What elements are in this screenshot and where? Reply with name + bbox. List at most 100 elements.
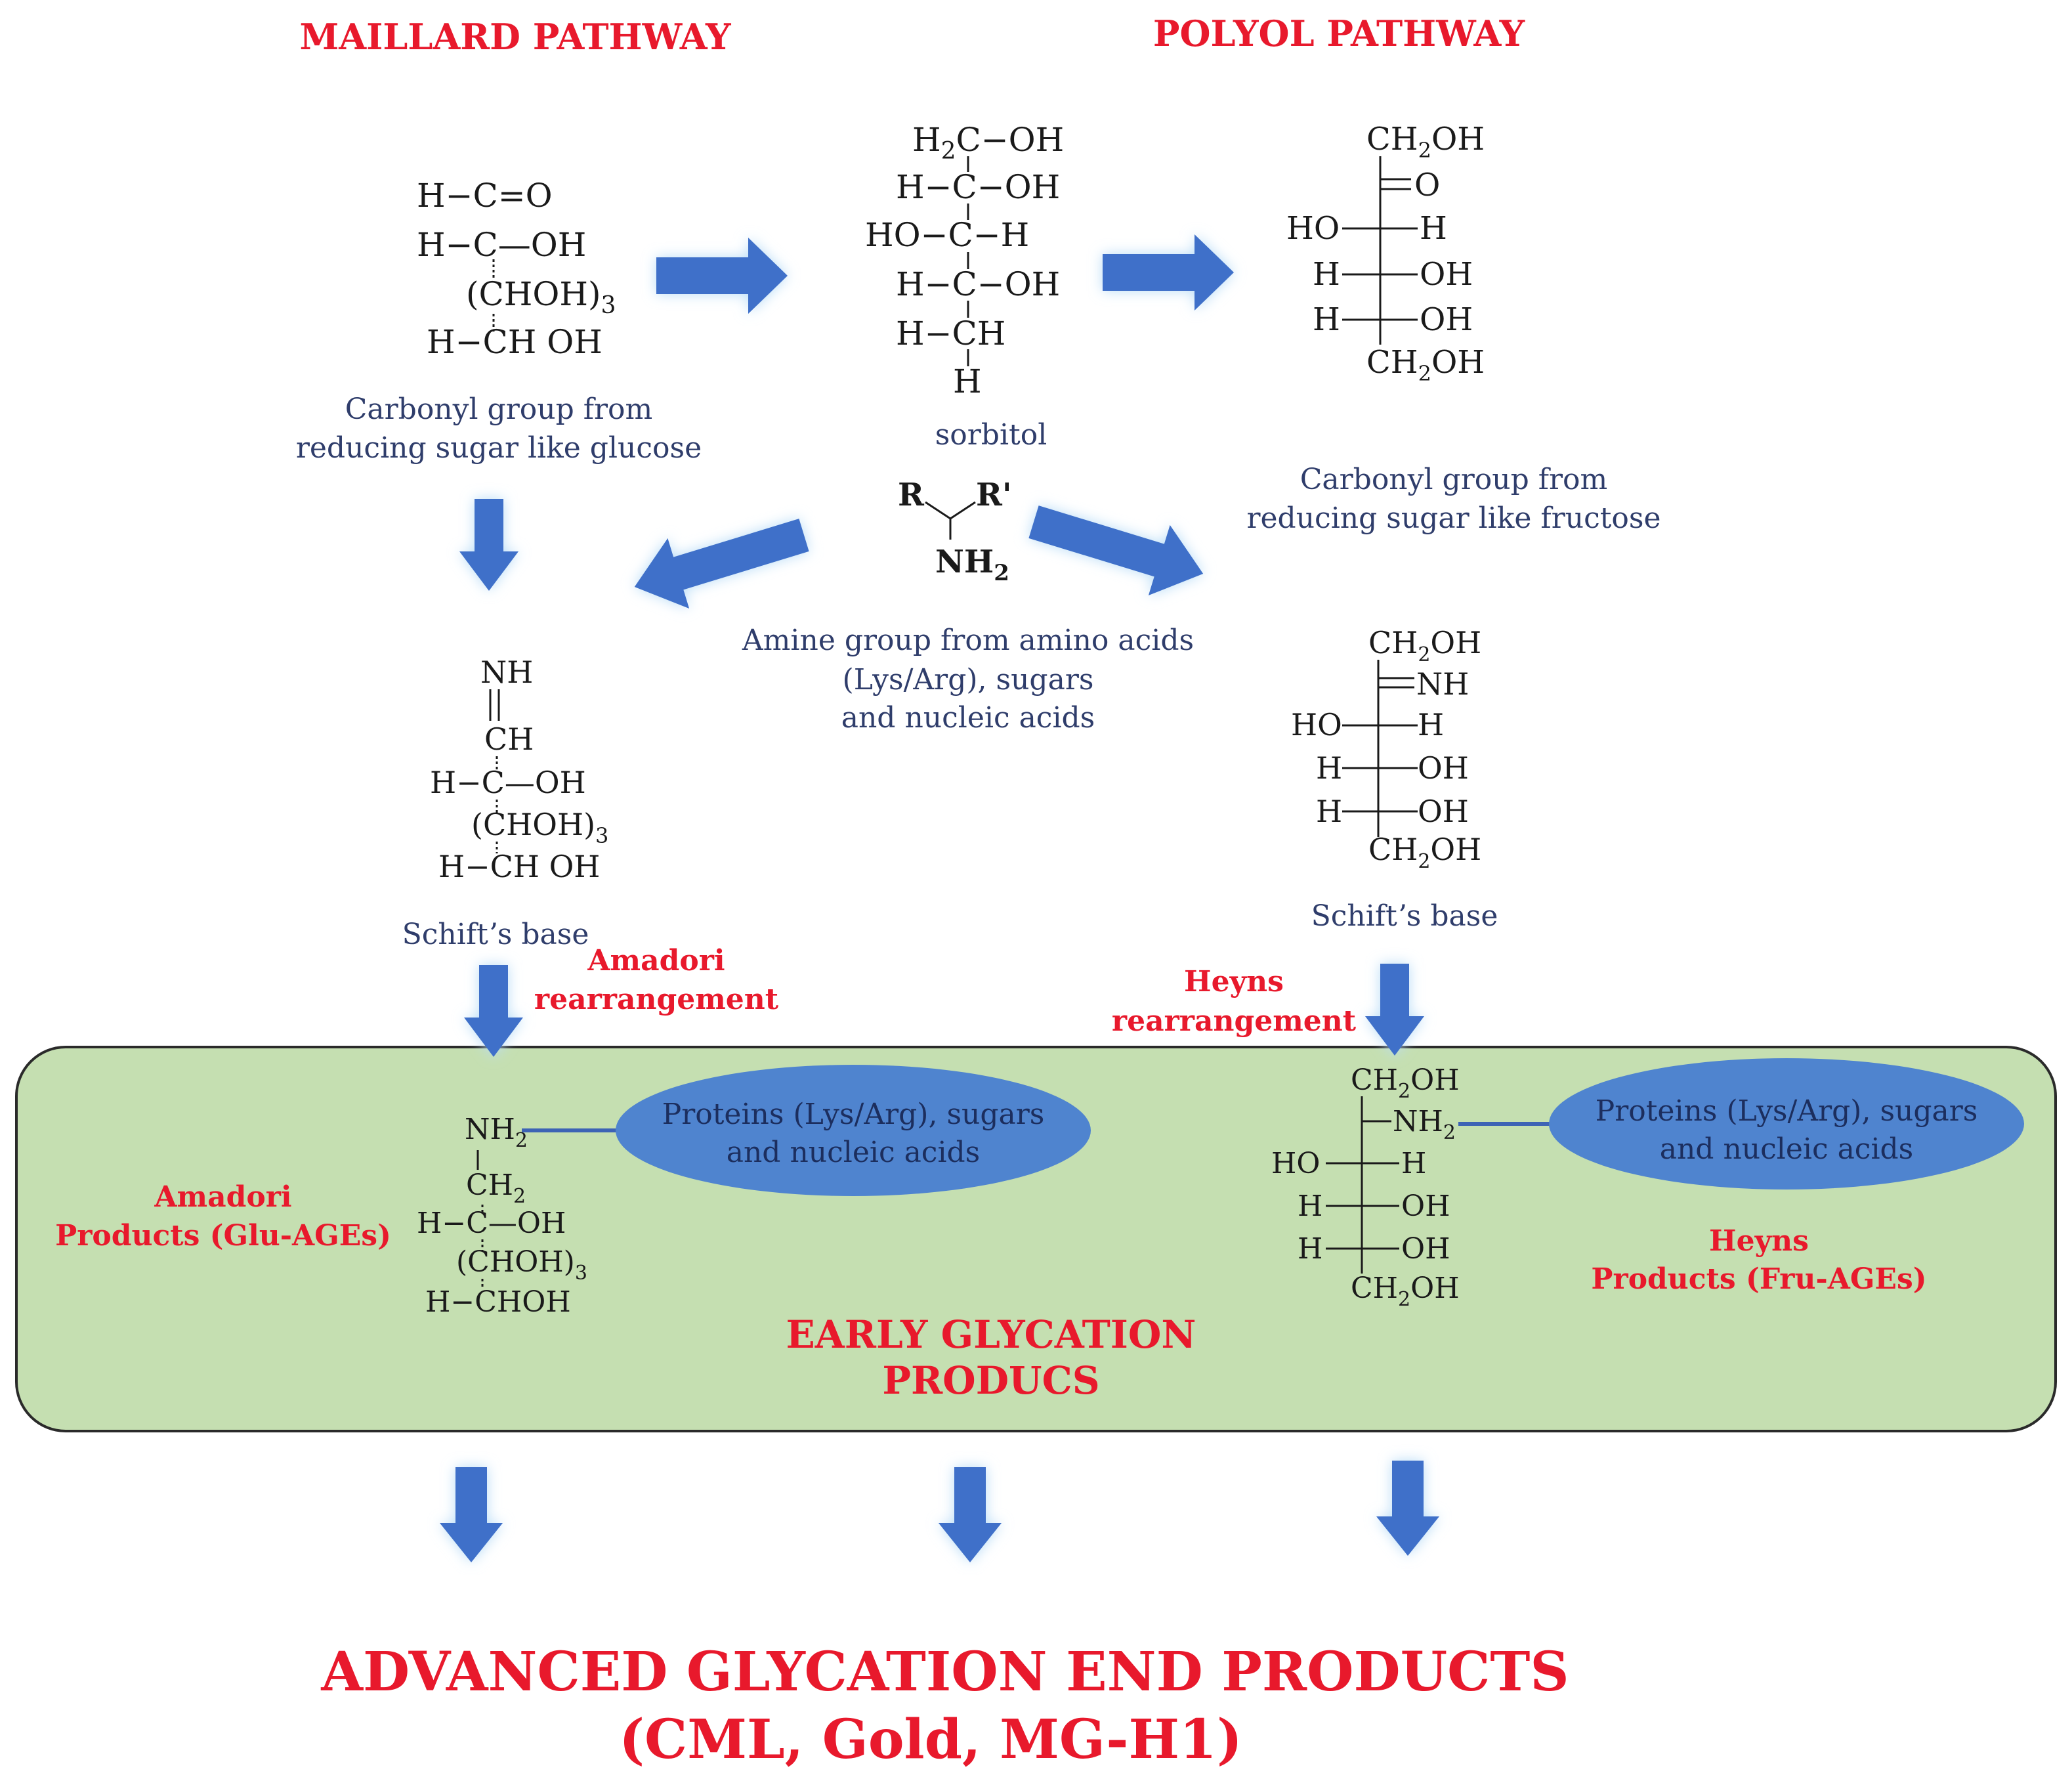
protein-ellipse-left <box>616 1065 1091 1196</box>
fructose-caption-1: Carbonyl group from <box>1300 463 1608 496</box>
fructose-r2-left: H <box>1313 256 1340 293</box>
schiff-left-line-3: H−C—OH <box>430 765 586 800</box>
amadori-line-3: H−C—OH <box>417 1207 566 1240</box>
schiff-left-nh: NH <box>480 654 533 690</box>
sorbitol-line-2: H−C−OH <box>896 168 1060 206</box>
fructose-r3-left: H <box>1313 301 1340 338</box>
sorbitol-line-3: HO−C−H <box>865 216 1029 254</box>
heyns-top: CH2OH <box>1351 1063 1460 1103</box>
arrow-amine-to-left <box>634 519 809 609</box>
schiff-right-r2-right: OH <box>1418 750 1469 786</box>
amadori-rearrangement-line-1: Amadori <box>587 944 725 977</box>
ages-title: ADVANCED GLYCATION END PRODUCTS <box>320 1640 1569 1704</box>
schiff-right-r3-left: H <box>1316 794 1342 829</box>
schiff-right-nh: NH <box>1416 666 1469 702</box>
arrow-ages-left <box>440 1467 503 1562</box>
sorbitol-structure: H2C−OH H−C−OH HO−C−H H−C−OH H−CH H <box>865 121 1064 400</box>
amadori-nh2: NH2 <box>465 1113 528 1152</box>
arrow-glucose-to-sorbitol <box>656 238 788 314</box>
heyns-nh2: NH2 <box>1393 1105 1456 1144</box>
amadori-line-4: (CHOH)3 <box>456 1245 587 1285</box>
early-glycation-title-2: PRODUCS <box>882 1358 1099 1403</box>
heyns-r1-left: HO <box>1271 1147 1320 1180</box>
heyns-r3-left: H <box>1298 1232 1322 1266</box>
protein-left-line-1: Proteins (Lys/Arg), sugars <box>662 1098 1045 1131</box>
amadori-ch2: CH2 <box>466 1168 526 1208</box>
sorbitol-line-5: H−CH <box>896 314 1005 353</box>
glucose-caption-1: Carbonyl group from <box>345 393 653 426</box>
amadori-line-5: H−CHOH <box>425 1285 571 1319</box>
protein-right-line-1: Proteins (Lys/Arg), sugars <box>1596 1094 1978 1128</box>
heyns-r2-right: OH <box>1401 1190 1450 1223</box>
amadori-products-line-1: Amadori <box>154 1180 291 1214</box>
arrow-schiff-right-down <box>1365 964 1424 1056</box>
glucose-line-2: H−C—OH <box>417 226 586 264</box>
amine-r: R <box>898 477 925 513</box>
arrow-amine-to-right <box>1028 505 1204 596</box>
early-glycation-title-1: EARLY GLYCATION <box>786 1312 1196 1357</box>
fructose-r3-right: OH <box>1420 301 1473 338</box>
polyol-pathway-header: POLYOL PATHWAY <box>1153 12 1526 54</box>
schiff-right-r2-left: H <box>1316 750 1342 786</box>
sorbitol-line-6: H <box>953 362 982 400</box>
schiff-right-name: Schiftʼs base <box>1311 899 1498 933</box>
amadori-products-line-2: Products (Glu-AGEs) <box>55 1219 391 1253</box>
sorbitol-line-1: H2C−OH <box>912 121 1064 165</box>
fructose-bottom: CH2OH <box>1366 344 1485 386</box>
amadori-product-structure: NH2 CH2 H−C—OH (CHOH)3 H−CHOH <box>417 1113 587 1319</box>
heyns-product-structure: CH2OH NH2 HO H H OH H OH CH2OH <box>1271 1063 1460 1311</box>
glucose-structure: H−C=O H−C—OH (CHOH)3 H−CH OH <box>417 177 616 361</box>
schiff-right-r1-left: HO <box>1291 707 1342 742</box>
glucose-line-1: H−C=O <box>417 177 553 215</box>
arrow-sorbitol-to-fructose <box>1103 234 1234 311</box>
protein-right-line-2: and nucleic acids <box>1660 1132 1914 1166</box>
fructose-r1-left: HO <box>1286 210 1340 247</box>
schiff-right-top: CH2OH <box>1368 625 1481 666</box>
schiff-left-line-5: H−CH OH <box>438 849 600 884</box>
schiff-base-left-structure: NH CH H−C—OH (CHOH)3 H−CH OH <box>430 654 608 884</box>
protein-left-line-2: and nucleic acids <box>727 1136 981 1169</box>
schiff-right-r3-right: OH <box>1418 794 1469 829</box>
fructose-oxygen: O <box>1414 167 1440 204</box>
fructose-r2-right: OH <box>1420 256 1473 293</box>
sorbitol-name: sorbitol <box>935 418 1047 452</box>
fructose-structure: CH2OH O HO H H OH H OH CH2OH <box>1286 121 1485 386</box>
amine-r-prime: R' <box>976 477 1012 513</box>
heyns-rearrangement-line-2: rearrangement <box>1112 1004 1357 1038</box>
heyns-r2-left: H <box>1298 1190 1322 1223</box>
heyns-rearrangement-line-1: Heyns <box>1184 965 1284 998</box>
sorbitol-line-4: H−C−OH <box>896 265 1060 303</box>
schiff-right-bottom: CH2OH <box>1368 832 1481 873</box>
heyns-r3-right: OH <box>1401 1232 1450 1266</box>
schiff-base-right-structure: CH2OH NH HO H H OH H OH CH2OH <box>1291 625 1481 873</box>
fructose-top: CH2OH <box>1366 121 1485 163</box>
arrow-glucose-down <box>459 499 518 591</box>
amine-caption-2: (Lys/Arg), sugars <box>843 663 1094 697</box>
amadori-rearrangement-line-2: rearrangement <box>534 983 779 1016</box>
early-glycation-box <box>15 1046 2057 1432</box>
heyns-bottom: CH2OH <box>1351 1272 1460 1311</box>
heyns-r1-right: H <box>1401 1147 1426 1180</box>
amine-nh2: NH2 <box>935 544 1009 586</box>
heyns-products-line-1: Heyns <box>1709 1224 1809 1258</box>
fructose-r1-right: H <box>1420 210 1447 247</box>
schiff-left-line-4: (CHOH)3 <box>471 807 608 848</box>
glucose-caption-2: reducing sugar like glucose <box>296 431 702 465</box>
arrow-ages-right <box>1376 1461 1439 1556</box>
maillard-pathway-header: MAILLARD PATHWAY <box>299 16 731 58</box>
ages-examples: (CML, Gold, MG-H1) <box>619 1708 1242 1771</box>
heyns-products-line-2: Products (Fru-AGEs) <box>1591 1262 1926 1296</box>
amine-caption-3: and nucleic acids <box>841 701 1095 735</box>
amine-caption-1: Amine group from amino acids <box>742 624 1194 657</box>
arrow-ages-center <box>939 1467 1002 1562</box>
glucose-line-4: H−CH OH <box>427 323 603 361</box>
schiff-right-r1-right: H <box>1418 707 1444 742</box>
fructose-caption-2: reducing sugar like fructose <box>1246 502 1660 535</box>
amine-structure: R R' NH2 <box>898 477 1012 586</box>
glucose-line-3: (CHOH)3 <box>466 275 616 319</box>
arrow-schiff-left-down <box>464 965 523 1057</box>
schiff-left-name: Schiftʼs base <box>402 918 589 951</box>
protein-ellipse-right <box>1549 1058 2024 1190</box>
